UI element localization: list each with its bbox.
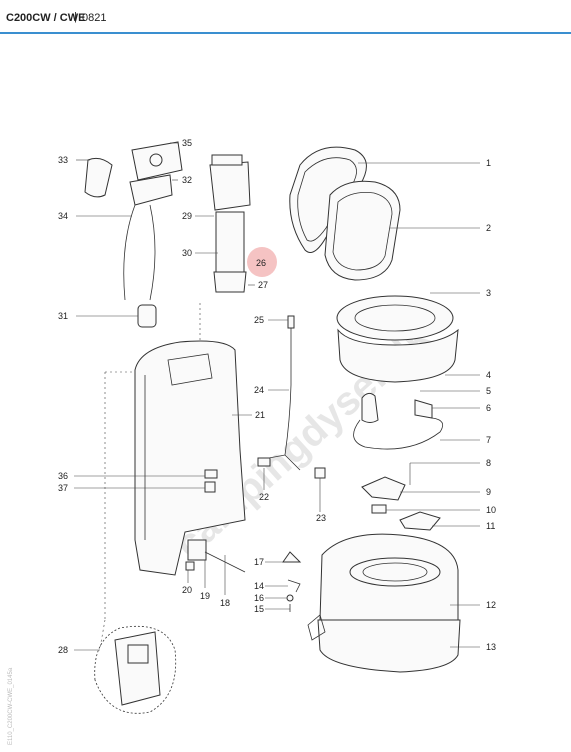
- label-part-11: 11: [486, 521, 495, 531]
- label-part-36: 36: [58, 471, 68, 481]
- part-14-float-arm: [287, 579, 301, 593]
- part-31-filter: [137, 304, 157, 328]
- header-rule: [0, 32, 571, 34]
- label-part-12: 12: [486, 600, 496, 610]
- part-19-pump-switch: [187, 539, 207, 561]
- part-21-side-panel: [134, 340, 246, 576]
- label-part-28: 28: [58, 645, 68, 655]
- label-part-27: 27: [258, 280, 268, 290]
- label-part-25: 25: [254, 315, 264, 325]
- part-12-tank-upper: [319, 533, 459, 621]
- label-part-7: 7: [486, 435, 491, 445]
- part-35-cap: [131, 141, 183, 181]
- page-header: C200CW / CWE | 0821: [0, 0, 571, 34]
- part-30-pump-body: [215, 211, 245, 273]
- label-part-5: 5: [486, 386, 491, 396]
- label-part-20: 20: [182, 585, 192, 595]
- part-25-connector: [287, 315, 295, 329]
- part-29-pump-head: [209, 154, 251, 211]
- part-7-hose: [353, 417, 444, 450]
- part-20-clip: [185, 561, 195, 571]
- label-part-29: 29: [182, 211, 192, 221]
- label-part-13: 13: [486, 642, 496, 652]
- document-code: 0821: [82, 12, 107, 24]
- label-part-2: 2: [486, 223, 491, 233]
- label-part-26: 26: [256, 258, 266, 268]
- side-id: E110_C200CW-CWE_0145a: [8, 667, 14, 745]
- label-part-16: 16: [254, 593, 264, 603]
- part-27-pump-base: [213, 271, 247, 293]
- label-part-21: 21: [255, 410, 265, 420]
- label-part-4: 4: [486, 370, 491, 380]
- part-6-connector: [414, 399, 433, 419]
- label-part-37: 37: [58, 483, 68, 493]
- label-part-22: 22: [259, 492, 269, 502]
- label-part-35: 35: [182, 138, 192, 148]
- label-part-33: 33: [58, 155, 68, 165]
- label-part-30: 30: [182, 248, 192, 258]
- part-5-bellows: [361, 392, 379, 423]
- part-22-harness: [257, 454, 301, 471]
- label-part-1: 1: [486, 158, 491, 168]
- part-3-seat: [336, 295, 454, 341]
- part-11-slider: [399, 511, 441, 531]
- part-16-nut: [286, 594, 294, 602]
- label-part-31: 31: [58, 311, 68, 321]
- part-4-upper-tank: [337, 328, 459, 383]
- part-33-clip: [84, 157, 113, 198]
- label-part-3: 3: [486, 288, 491, 298]
- part-32-valve-housing: [129, 174, 173, 206]
- part-10-seal: [371, 504, 387, 514]
- label-part-8: 8: [486, 458, 491, 468]
- model-title: C200CW / CWE: [6, 12, 86, 24]
- part-34-hose-assembly: [123, 204, 156, 301]
- part-36-bracket: [204, 469, 218, 479]
- part-13-tank-lower: [307, 614, 461, 673]
- label-part-34: 34: [58, 211, 68, 221]
- leader-lines: [74, 142, 480, 651]
- part-37-switch: [204, 481, 216, 493]
- part-26-highlight: [247, 247, 277, 277]
- part-23-sensor: [314, 467, 326, 479]
- header-separator: |: [74, 11, 77, 23]
- label-part-10: 10: [486, 505, 496, 515]
- label-part-32: 32: [182, 175, 192, 185]
- label-part-15: 15: [254, 604, 264, 614]
- label-part-6: 6: [486, 403, 491, 413]
- part-24-cable: [284, 328, 292, 456]
- label-part-23: 23: [316, 513, 326, 523]
- label-part-24: 24: [254, 385, 264, 395]
- part-labels: 1 2 3 4 5 6 7 8 9 10 11 12 13 14 15 16 1…: [58, 138, 496, 655]
- part-17-float: [282, 551, 302, 563]
- part-28-inset: [94, 625, 177, 714]
- label-part-17: 17: [254, 557, 264, 567]
- part-2-lid: [324, 180, 401, 281]
- label-part-19: 19: [200, 591, 210, 601]
- label-part-14: 14: [254, 581, 264, 591]
- part-9-valve-plate: [361, 476, 406, 501]
- label-part-18: 18: [220, 598, 230, 608]
- label-part-9: 9: [486, 487, 491, 497]
